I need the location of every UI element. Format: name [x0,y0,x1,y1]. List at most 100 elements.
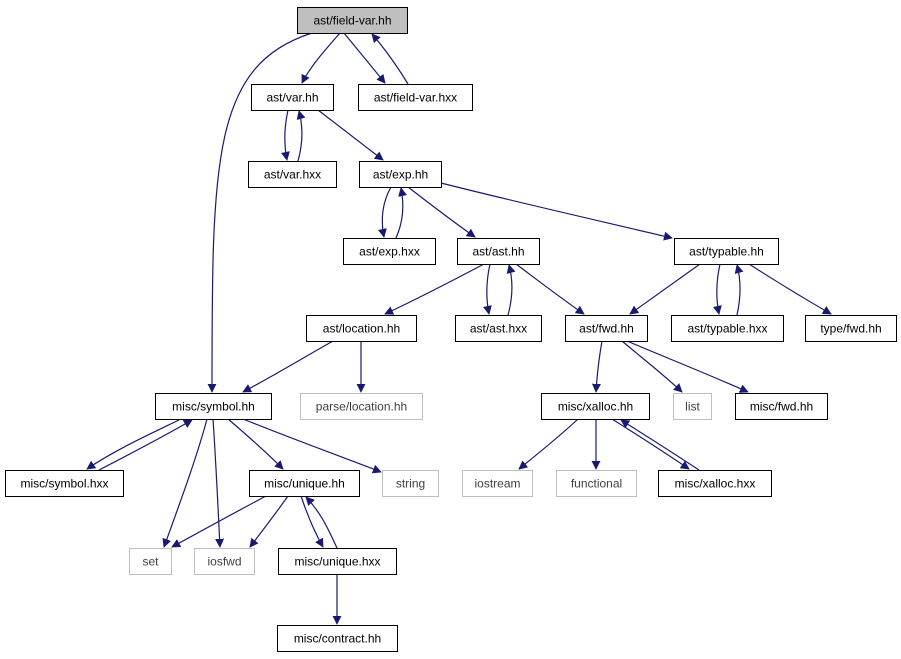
node-label: misc/xalloc.hxx [675,477,756,491]
node-box [278,548,397,575]
edge-unique-hxx-to-unique-hh [305,496,338,549]
node-symbol-hxx[interactable]: misc/symbol.hxx [5,470,124,497]
edge-symbol-hh-to-iosfwd [212,418,225,548]
edge-var-hxx-to-var-hh [296,110,306,162]
node-iostream: iostream [462,470,533,497]
node-box [541,393,650,420]
node-type-fwd-hh[interactable]: type/fwd.hh [805,315,897,342]
edge-exp-hh-to-typable-hh [440,182,673,241]
node-var-hh[interactable]: ast/var.hh [251,84,334,111]
node-box [359,161,442,188]
edge-xalloc-hxx-to-xalloc-hh [620,419,700,471]
node-box [457,238,540,265]
node-iosfwd: iosfwd [194,548,255,575]
edge-var-hh-to-var-hxx [281,109,290,161]
node-label: ast/var.hxx [264,168,321,182]
edge-symbol-hh-to-symbol-hxx [86,418,182,470]
node-box [249,470,360,497]
edge-unique-hh-to-set [171,495,267,548]
node-xalloc-hh[interactable]: misc/xalloc.hh [541,393,650,420]
node-set: set [129,548,172,575]
node-exp-hxx[interactable]: ast/exp.hxx [343,238,436,265]
node-box [297,7,408,34]
edge-field-var-hh-to-field-var-hxx [343,32,386,84]
node-box [671,315,784,342]
edge-typable-hh-to-fwd-hh [629,263,701,315]
node-label: set [142,555,159,569]
node-box [735,393,828,420]
edge-symbol-hh-to-unique-hh [227,418,284,470]
edge-fwd-hh-to-xalloc-hh [591,340,603,393]
node-var-hxx[interactable]: ast/var.hxx [248,161,337,188]
node-label: ast/fwd.hh [579,322,634,336]
node-box [455,315,542,342]
node-unique-hh[interactable]: misc/unique.hh [249,470,360,497]
node-label: ast/field-var.hh [313,14,391,28]
node-box [673,393,712,420]
edge-symbol-hh-to-set [162,418,208,548]
node-box [805,315,897,342]
edge-typable-hh-to-type-fwd-hh [748,263,832,315]
nodes-layer: ast/field-var.hh ast/var.hh ast/field-var.… [5,7,897,652]
node-label: ast/exp.hh [373,168,428,182]
node-fwd-hh[interactable]: ast/fwd.hh [565,315,648,342]
edge-field-var-hh-to-symbol-hh [207,32,313,393]
edge-xalloc-hh-to-xalloc-hxx [611,418,690,470]
node-label: ast/exp.hxx [359,245,420,259]
edge-exp-hh-to-exp-hxx [378,186,392,238]
node-symbol-hh[interactable]: misc/symbol.hh [155,393,272,420]
edge-fwd-hh-to-list [621,340,683,393]
node-exp-hh[interactable]: ast/exp.hh [359,161,442,188]
edge-exp-hh-to-ast-hh [407,186,476,238]
node-label: ast/field-var.hxx [374,91,457,105]
edge-xalloc-hh-to-iostream [518,418,579,470]
node-label: iosfwd [207,555,241,569]
edge-unique-hh-to-iosfwd [249,495,289,548]
edge-var-hh-to-exp-hh [317,109,384,161]
node-box [129,548,172,575]
node-box [674,238,779,265]
node-label: misc/symbol.hh [172,400,255,414]
edge-ast-hxx-to-ast-hh [506,264,516,316]
node-box [565,315,648,342]
node-box [300,393,423,420]
edge-ast-hh-to-fwd-hh [515,263,585,315]
node-box [5,470,124,497]
node-label: misc/xalloc.hh [558,400,633,414]
node-ast-hh[interactable]: ast/ast.hh [457,238,540,265]
node-unique-hxx[interactable]: misc/unique.hxx [278,548,397,575]
node-field-var-hh[interactable]: ast/field-var.hh [297,7,408,34]
node-label: misc/unique.hh [264,477,345,491]
node-box [343,238,436,265]
node-label: misc/symbol.hxx [20,477,108,491]
edge-exp-hxx-to-exp-hh [395,187,407,239]
node-label: misc/unique.hxx [294,555,380,569]
node-label: ast/var.hh [266,91,318,105]
node-typable-hxx[interactable]: ast/typable.hxx [671,315,784,342]
node-box [306,315,417,342]
node-label: list [685,400,700,414]
node-box [194,548,255,575]
node-label: misc/fwd.hh [750,400,813,414]
node-ast-hxx[interactable]: ast/ast.hxx [455,315,542,342]
node-functional: functional [556,470,637,497]
node-contract-hh[interactable]: misc/contract.hh [277,625,398,652]
node-box [556,470,637,497]
node-box [382,470,439,497]
node-box [251,84,334,111]
node-misc-fwd-hh[interactable]: misc/fwd.hh [735,393,828,420]
node-label: ast/ast.hh [472,245,524,259]
node-label: ast/ast.hxx [470,322,527,336]
node-xalloc-hxx[interactable]: misc/xalloc.hxx [658,470,772,497]
node-location-hh[interactable]: ast/location.hh [306,315,417,342]
node-typable-hh[interactable]: ast/typable.hh [674,238,779,265]
node-label: misc/contract.hh [294,632,381,646]
node-string: string [382,470,439,497]
node-field-var-hxx[interactable]: ast/field-var.hxx [358,84,473,111]
edge-typable-hh-to-typable-hxx [713,263,722,315]
edge-field-var-hxx-to-field-var-hh [371,33,409,85]
node-box [155,393,272,420]
edge-unique-hh-to-unique-hxx [300,495,324,548]
node-parse-location-hh: parse/location.hh [300,393,423,420]
